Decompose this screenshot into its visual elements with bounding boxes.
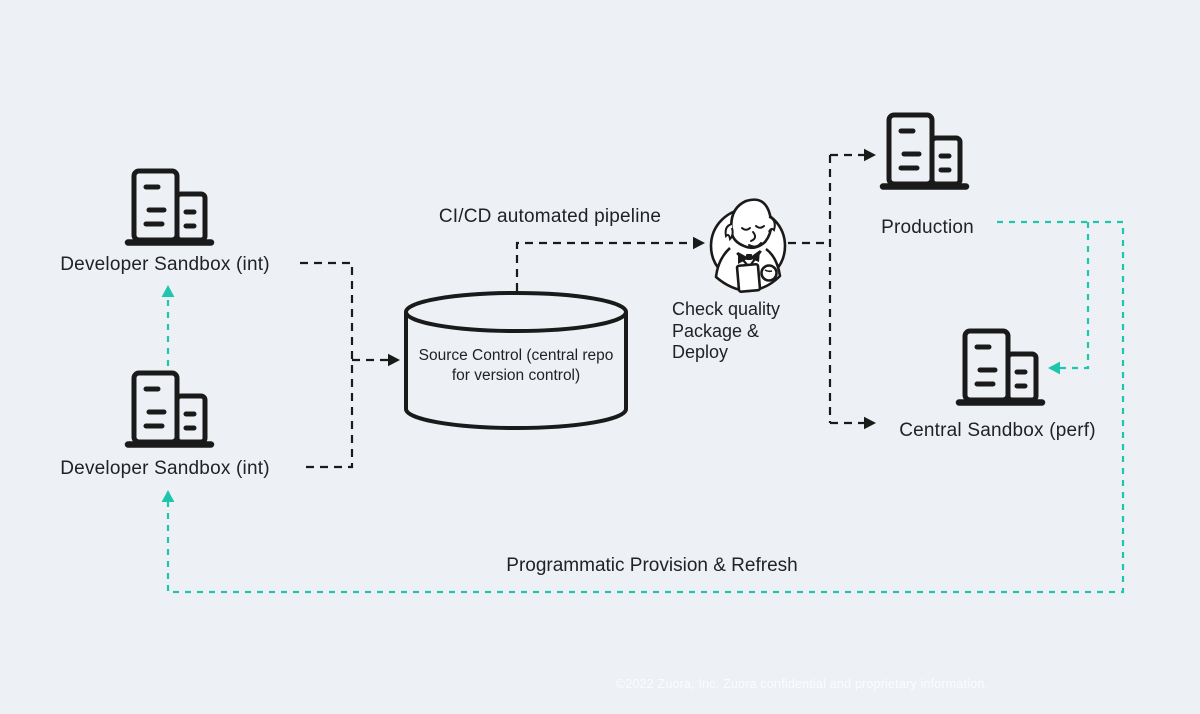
jenkins-butler-icon <box>709 198 787 293</box>
central-sandbox-label: Central Sandbox (perf) <box>899 420 1096 441</box>
footer-copyright: ©2022 Zuora, Inc. Zuora confidential and… <box>615 677 989 691</box>
buildings-icon <box>879 112 970 190</box>
buildings-icon <box>124 168 215 246</box>
database-cylinder-icon <box>404 291 628 430</box>
jenkins-step-2: Package & <box>672 320 760 341</box>
jenkins-step-3: Deploy <box>672 342 729 362</box>
jenkins-node <box>703 191 795 300</box>
pipeline-label: CI/CD automated pipeline <box>438 206 662 227</box>
jenkins-step-1: Check quality <box>672 299 781 319</box>
central-sandbox-node <box>955 328 1046 411</box>
provision-label: Programmatic Provision & Refresh <box>506 555 798 576</box>
source-control-node: Source Control (central repo for version… <box>403 290 629 432</box>
developer-sandbox-bottom-label: Developer Sandbox (int) <box>60 458 270 479</box>
source-control-label: Source Control (central repo for version… <box>418 347 614 385</box>
developer-sandbox-bottom-node <box>124 370 215 453</box>
jenkins-steps: Check quality Package & Deploy <box>672 299 780 364</box>
developer-sandbox-top-node <box>124 168 215 251</box>
developer-sandbox-top-label: Developer Sandbox (int) <box>60 254 270 275</box>
production-label: Production <box>881 217 974 238</box>
buildings-icon <box>955 328 1046 406</box>
production-node <box>879 112 970 195</box>
buildings-icon <box>124 370 215 448</box>
